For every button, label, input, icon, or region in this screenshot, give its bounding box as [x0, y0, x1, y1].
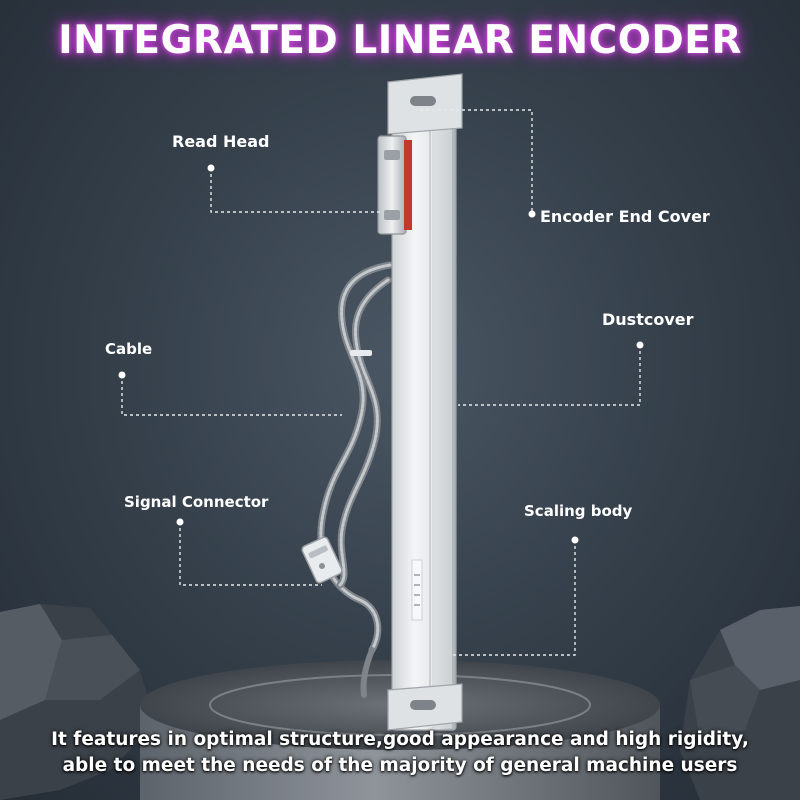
- signal-connector: [301, 536, 343, 584]
- caption-line-2: able to meet the needs of the majority o…: [62, 755, 738, 776]
- leader-cable: [121, 375, 342, 416]
- leader-end-cover: [420, 109, 533, 212]
- cable: [317, 261, 394, 698]
- rock-right: [680, 606, 800, 800]
- callout-scaling-body: Scaling body: [524, 502, 633, 520]
- leader-lines: [121, 109, 641, 656]
- rock-left: [0, 604, 150, 800]
- leader-signal-connector: [179, 522, 322, 586]
- caption-line-1: It features in optimal structure,good ap…: [51, 729, 749, 750]
- callout-dustcover: Dustcover: [602, 310, 694, 329]
- leader-dots: [118, 164, 644, 544]
- end-cover-bottom: [387, 683, 463, 731]
- leader-read-head: [210, 168, 380, 213]
- leader-dustcover: [458, 345, 641, 406]
- callout-cable: Cable: [105, 340, 153, 358]
- scaling-body: [391, 89, 457, 731]
- end-cover-top: [387, 73, 463, 135]
- page-title: INTEGRATED LINEAR ENCODER: [58, 18, 742, 63]
- callout-signal-connector: Signal Connector: [124, 493, 269, 511]
- callout-encoder-end-cover: Encoder End Cover: [540, 207, 710, 226]
- read-head: [377, 135, 412, 235]
- callout-read-head: Read Head: [172, 132, 270, 151]
- leader-scaling-body: [452, 540, 576, 656]
